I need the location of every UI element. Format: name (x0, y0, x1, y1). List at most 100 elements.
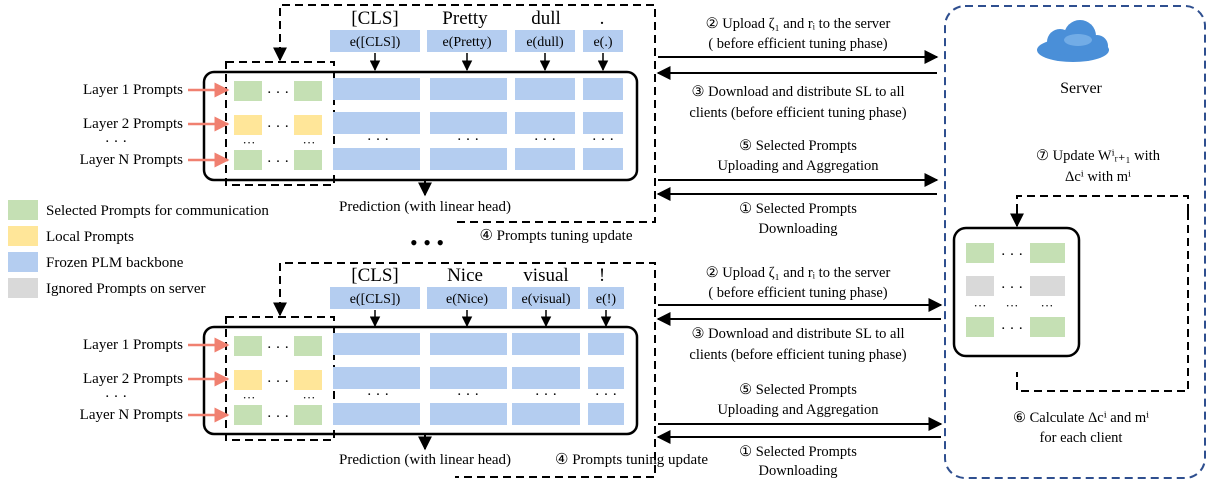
svg-text:···: ··· (243, 390, 256, 405)
layer-2-label: Layer 2 Prompts (83, 116, 183, 132)
embedding-box-3 (583, 30, 623, 52)
legend-label-ignored: Ignored Prompts on server (46, 281, 206, 297)
svg-text:· · ·: · · · (267, 409, 290, 425)
svg-text:· · ·: · · · (1001, 280, 1024, 296)
svg-text:···: ··· (1041, 298, 1054, 313)
token-2: visual (523, 265, 568, 286)
tuning-loop-bottom (279, 262, 656, 478)
layer-2-label: Layer 2 Prompts (83, 371, 183, 387)
svg-text:···: ··· (303, 135, 316, 150)
embedding-box-2 (515, 30, 575, 52)
server-loop-top (1016, 195, 1189, 215)
msg-download-sl-line1: ③ Download and distribute SL to all (691, 326, 904, 342)
svg-text:· · ·: · · · (367, 387, 390, 403)
tuning-update-label-bottom: ④ Prompts tuning update (555, 452, 708, 468)
token-2: dull (531, 8, 561, 29)
msg-upload-line2: ( before efficient tuning phase) (708, 285, 887, 301)
svg-text:· · ·: · · · (1001, 247, 1024, 263)
layer-n-label: Layer N Prompts (80, 407, 183, 423)
server-calc-line1: ⑥ Calculate Δcⁱ and mⁱ (1013, 410, 1149, 426)
backbone-cells-top (333, 78, 623, 170)
svg-text:· · ·: · · · (457, 387, 480, 403)
legend: Selected Prompts for communication Local… (8, 200, 269, 298)
layer-n-label: Layer N Prompts (80, 152, 183, 168)
svg-text:· · ·: · · · (592, 132, 615, 148)
msg-download-prompts-line2: Downloading (759, 221, 838, 237)
server-border (944, 5, 1206, 479)
svg-text:· · ·: · · · (267, 340, 290, 356)
svg-text:· · ·: · · · (595, 387, 618, 403)
svg-text:· · ·: · · · (267, 119, 290, 135)
svg-text:···: ··· (303, 390, 316, 405)
svg-text:· · ·: · · · (267, 85, 290, 101)
layer-1-label: Layer 1 Prompts (83, 337, 183, 353)
svg-text:···: ··· (243, 135, 256, 150)
token-0: [CLS] (351, 265, 399, 286)
msg-download-prompts-line1: ① Selected Prompts (739, 444, 857, 460)
model-box-top (202, 70, 639, 182)
msg-download-sl-line1: ③ Download and distribute SL to all (691, 84, 904, 100)
tuning-loop-top (279, 4, 656, 223)
embedding-0: e([CLS]) (350, 35, 401, 50)
msg-upload-line1: ② Upload ζ₁ and rᵢ to the server (706, 265, 891, 281)
legend-label-selected: Selected Prompts for communication (46, 203, 269, 219)
msg-upload-line2: ( before efficient tuning phase) (708, 36, 887, 52)
svg-text:· · ·: · · · (367, 132, 390, 148)
server-panel: Server ⑦ Update Wⁱᵣ₊₁ with Δcⁱ with mⁱ ·… (944, 5, 1206, 479)
svg-text:· · ·: · · · (105, 389, 128, 405)
token-3: . (600, 8, 605, 29)
more-clients-dots: • • • (410, 230, 444, 255)
svg-text:· · ·: · · · (535, 387, 558, 403)
legend-swatch-ignored (8, 278, 38, 298)
legend-label-local: Local Prompts (46, 229, 134, 245)
legend-swatch-frozen (8, 252, 38, 272)
svg-text:· · ·: · · · (457, 132, 480, 148)
svg-text:· · ·: · · · (267, 374, 290, 390)
embedding-box-0 (330, 30, 420, 52)
token-3: ! (599, 265, 605, 286)
server-calc-line2: for each client (1040, 430, 1123, 446)
svg-text:· · ·: · · · (1001, 321, 1024, 337)
cloud-icon (1037, 20, 1109, 62)
svg-text:···: ··· (1006, 298, 1019, 313)
msg-aggregate-line2: Uploading and Aggregation (717, 402, 879, 418)
svg-text:· · ·: · · · (534, 132, 557, 148)
prediction-label-top: Prediction (with linear head) (339, 199, 511, 215)
server-loop-bottom (1016, 212, 1189, 392)
embedding-3: e(.) (593, 35, 612, 50)
svg-text:· · ·: · · · (267, 154, 290, 170)
token-0: [CLS] (351, 8, 399, 29)
prediction-label-bottom: Prediction (with linear head) (339, 452, 511, 468)
legend-label-frozen: Frozen PLM backbone (46, 255, 184, 271)
messages-top: ② Upload ζ₁ and rᵢ to the server ( befor… (656, 16, 939, 237)
token-1: Pretty (442, 8, 488, 29)
msg-aggregate-line1: ⑤ Selected Prompts (739, 138, 857, 154)
embedding-box-1 (427, 30, 507, 52)
messages-bottom: ② Upload ζ₁ and rᵢ to the server ( befor… (656, 265, 943, 479)
embedding-0: e([CLS]) (350, 292, 401, 307)
token-1: Nice (447, 265, 483, 286)
msg-download-prompts-line1: ① Selected Prompts (739, 201, 857, 217)
layer-1-label: Layer 1 Prompts (83, 82, 183, 98)
embedding-1: e(Pretty) (443, 35, 492, 50)
embedding-2: e(visual) (522, 292, 571, 307)
model-box-bottom (202, 325, 639, 436)
msg-aggregate-line2: Uploading and Aggregation (717, 158, 879, 174)
msg-aggregate-line1: ⑤ Selected Prompts (739, 382, 857, 398)
legend-swatch-local (8, 226, 38, 246)
server-title: Server (1060, 80, 1102, 97)
embedding-2: e(dull) (526, 35, 564, 50)
client-top: [CLS] Pretty dull . e([CLS]) e(Pretty) e… (80, 4, 656, 244)
svg-text:· · ·: · · · (105, 134, 128, 150)
legend-swatch-selected (8, 200, 38, 220)
msg-download-prompts-line2: Downloading (759, 463, 838, 479)
embedding-3: e(!) (596, 292, 617, 307)
msg-download-sl-line2: clients (before efficient tuning phase) (689, 105, 906, 121)
svg-text:···: ··· (974, 298, 987, 313)
server-update-line2: Δcⁱ with mⁱ (1065, 169, 1131, 185)
msg-download-sl-line2: clients (before efficient tuning phase) (689, 347, 906, 363)
embedding-1: e(Nice) (446, 292, 488, 307)
backbone-cells-bottom (333, 333, 624, 425)
client-bottom: [CLS] Nice visual ! e([CLS]) e(Nice) e(v… (80, 262, 708, 478)
